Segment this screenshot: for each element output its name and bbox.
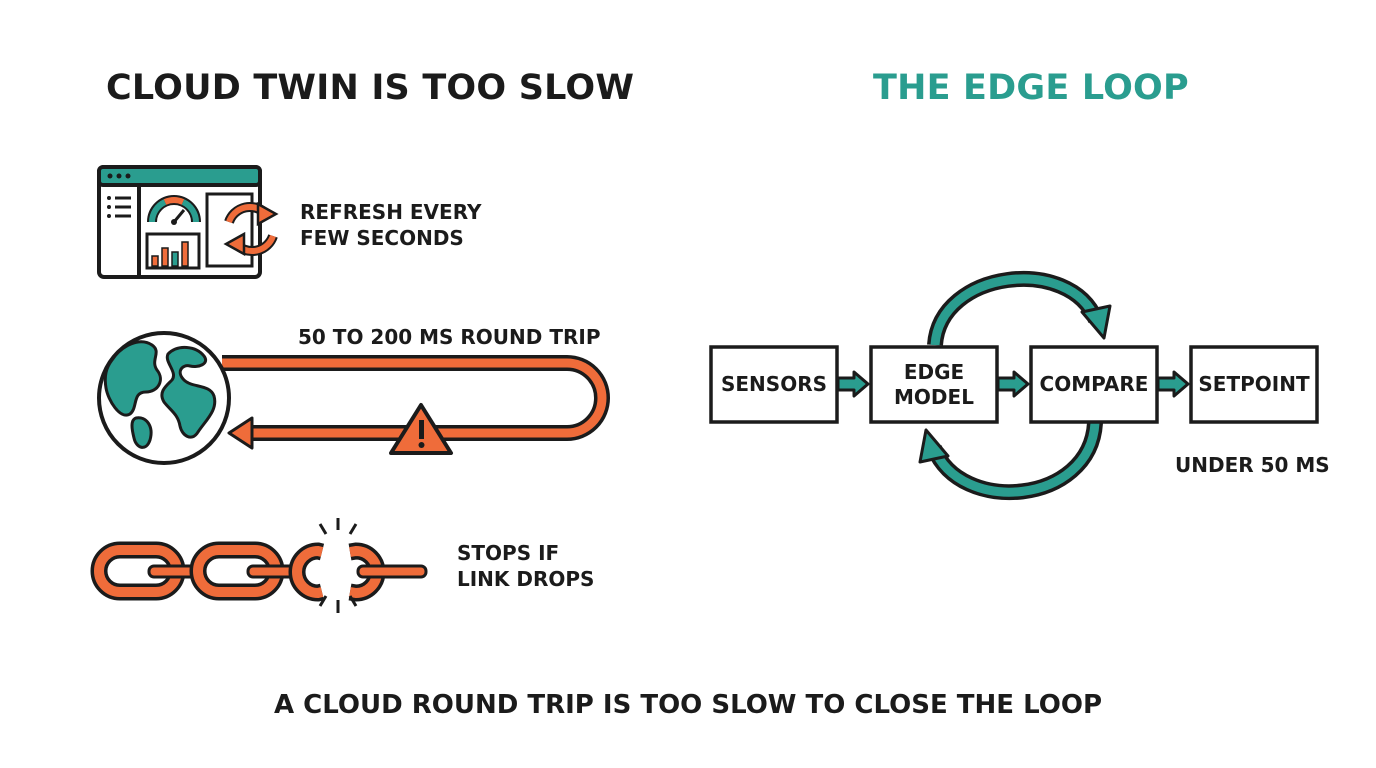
bar-chart-icon (145, 232, 201, 270)
box-compare (1029, 345, 1159, 424)
refresh-label-line2: FEW SECONDS (300, 226, 464, 250)
round-trip-label: 50 TO 200 MS ROUND TRIP (298, 325, 601, 349)
round-trip-arrow (222, 355, 610, 450)
warning-icon (389, 403, 453, 455)
box-setpoint-label: SETPOINT (1191, 372, 1317, 397)
gauge-icon (147, 195, 201, 225)
right-title: THE EDGE LOOP (873, 68, 1189, 108)
box-setpoint-line1: SETPOINT (1198, 372, 1310, 396)
box-compare-label: COMPARE (1031, 372, 1157, 397)
loop-arrow-return (918, 422, 1103, 500)
link-drop-label-line2: LINK DROPS (457, 567, 595, 591)
box-edge-model (869, 345, 999, 424)
flow-arrow-3 (1156, 370, 1190, 398)
refresh-label-line1: REFRESH EVERY (300, 200, 482, 224)
bottom-caption: A CLOUD ROUND TRIP IS TOO SLOW TO CLOSE … (273, 690, 1102, 720)
refresh-icon (223, 201, 279, 257)
link-drop-label-line1: STOPS IF (457, 541, 560, 565)
link-drop-label: STOPS IF LINK DROPS (457, 540, 594, 592)
flow-arrow-2 (996, 370, 1030, 398)
globe-icon (97, 331, 231, 465)
box-setpoint (1189, 345, 1319, 424)
loop-arrow-icon (927, 271, 1112, 347)
left-title: CLOUD TWIN IS TOO SLOW (106, 68, 635, 108)
box-compare-line1: COMPARE (1039, 372, 1149, 396)
flow-arrow-1 (836, 370, 870, 398)
box-sensors (709, 345, 839, 424)
box-edge-model-line2: MODEL (894, 385, 974, 409)
box-sensors-label: SENSORS (711, 372, 837, 397)
box-edge-model-line1: EDGE (903, 360, 965, 384)
edge-latency-label: UNDER 50 MS (1175, 453, 1330, 477)
box-edge-model-label: EDGE MODEL (871, 360, 997, 410)
box-sensors-line1: SENSORS (720, 372, 827, 396)
broken-chain-icon (90, 518, 428, 613)
refresh-label: REFRESH EVERY FEW SECONDS (300, 199, 481, 251)
